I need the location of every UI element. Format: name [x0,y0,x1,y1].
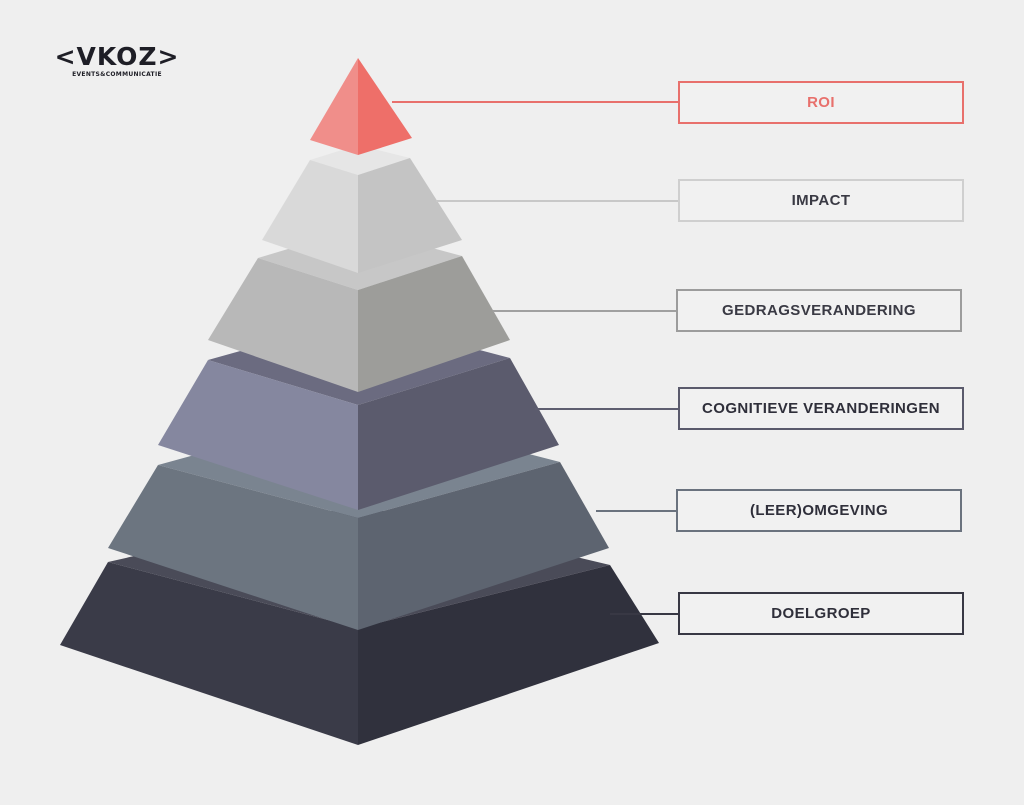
tier-right-leer-omgeving [358,462,609,630]
level-label-text: GEDRAGSVERANDERING [722,302,916,319]
logo-wordmark: <VKOZ> [54,42,180,71]
tier-top-impact [310,145,410,175]
tier-left-cognitieve [158,360,358,510]
tier-right-cognitieve [358,358,559,510]
tier-left-impact [262,160,358,273]
level-label-roi: ROI [678,81,964,124]
level-label-cognitieve-veranderingen: COGNITIEVE VERANDERINGEN [678,387,964,430]
level-label-text: (LEER)OMGEVING [749,502,889,519]
level-label-text: ROI [807,94,835,111]
level-label-leer-omgeving: (LEER)OMGEVING [676,489,962,532]
level-label-gedragsverandering: GEDRAGSVERANDERING [676,289,962,332]
apex-right-roi [358,58,412,155]
level-label-text: IMPACT [791,192,851,209]
tier-left-leer-omgeving [108,465,358,630]
level-label-doelgroep: DOELGROEP [678,592,964,635]
tier-left-doelgroep [60,562,358,745]
tier-right-doelgroep [358,565,659,745]
tier-right-impact [358,158,462,273]
level-label-text: COGNITIEVE VERANDERINGEN [702,400,940,417]
level-label-impact: IMPACT [678,179,964,222]
tier-right-gedrag [358,256,510,392]
apex-left-roi [310,58,358,155]
vkoz-logo: <VKOZ> EVENTS&COMMUNICATIE [52,42,182,82]
level-label-text: DOELGROEP [771,605,871,622]
logo-tagline: EVENTS&COMMUNICATIE [72,71,162,78]
tier-left-gedrag [208,258,358,392]
